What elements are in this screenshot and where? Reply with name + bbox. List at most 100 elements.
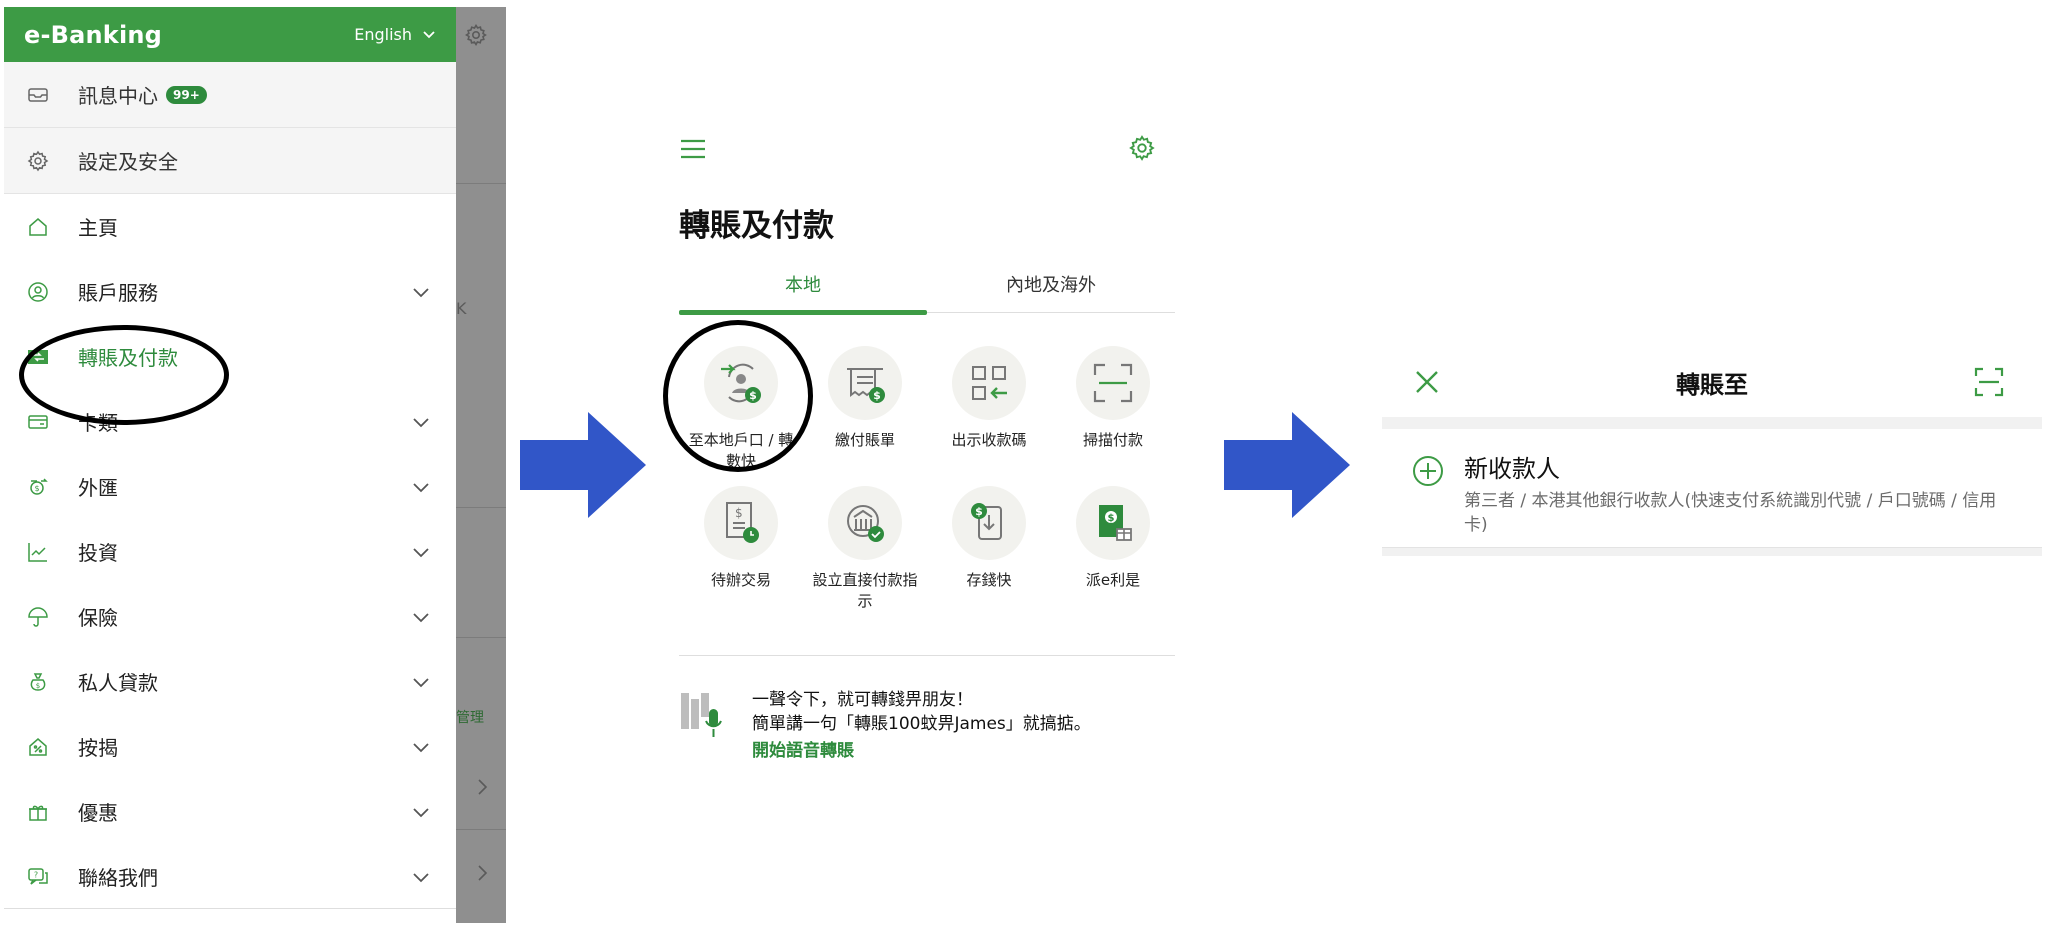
gear-icon[interactable] (1128, 134, 1156, 162)
svg-text:$: $ (873, 389, 881, 402)
menu-item-label: 賬戶服務 (78, 281, 158, 305)
chevron-down-icon[interactable] (410, 476, 432, 498)
local-transfer-icon: $ (721, 363, 761, 403)
menu-item-settings-security[interactable]: 設定及安全 (4, 128, 456, 194)
menu-item-label: 保險 (78, 606, 118, 630)
tile-icon-bg: $ (704, 486, 778, 560)
card-icon (28, 414, 48, 429)
menu-backdrop-overlay[interactable]: K 管理 (456, 7, 506, 923)
tile-label: 出示收款碼 (951, 431, 1027, 449)
add-circle-icon (1413, 456, 1443, 486)
menu-item-money-bag[interactable]: $私人貸款 (4, 649, 456, 714)
tile-direct-debit[interactable]: 設立直接付款指示 (803, 486, 927, 612)
promo-description: 簡單講一句「轉賬100蚊畀James」就搞掂。 (752, 714, 1091, 734)
new-payee-option[interactable]: 新收款人 第三者 / 本港其他銀行收款人(快速支付系統識別代號 / 戶口號碼 /… (1382, 429, 2042, 547)
menu-item-umbrella[interactable]: 保險 (4, 584, 456, 649)
menu-list: 主頁賬戶服務轉賬及付款卡類 $ 外匯投資保險 $私人貸款按揭優惠?聯絡我們 (4, 194, 456, 909)
chart-icon (28, 542, 47, 562)
menu-item-transfer[interactable]: 轉賬及付款 (4, 324, 456, 389)
arrow-right-icon (1224, 412, 1350, 518)
direct-debit-icon (847, 505, 884, 542)
tile-icon-bg (1076, 346, 1150, 420)
umbrella-icon (28, 606, 48, 627)
transfer-payment-screen: 轉賬及付款 本地 內地及海外 $ 至本地戶口 / 轉數快 $ (660, 120, 1180, 800)
menu-item-label: 投資 (78, 541, 118, 565)
chevron-down-icon[interactable] (410, 866, 432, 888)
tile-label: 掃描付款 (1082, 431, 1143, 449)
svg-text:$: $ (975, 505, 983, 518)
tile-scan-pay[interactable]: 掃描付款 (1051, 346, 1175, 472)
chevron-down-icon[interactable] (410, 801, 432, 823)
home-icon (29, 217, 47, 236)
backdrop-ghost-text: 管理 (456, 710, 484, 726)
chevron-right-icon (478, 865, 488, 881)
backdrop-ghost-text: K (456, 299, 467, 318)
menu-item-account[interactable]: 賬戶服務 (4, 259, 456, 324)
divider (679, 655, 1175, 656)
scan-pay-icon (1093, 363, 1133, 403)
menu-item-card[interactable]: 卡類 (4, 389, 456, 454)
side-menu-screen: K 管理 e-Banking English 訊息中心 99+ 設定及安全 主頁… (4, 7, 506, 923)
brand-logo-text: e-Banking (24, 20, 163, 49)
menu-item-label: 外匯 (78, 476, 118, 500)
menu-item-house-percent[interactable]: 按揭 (4, 714, 456, 779)
svg-text:$: $ (34, 484, 39, 493)
transfer-to-screen: 轉賬至 新收款人 第三者 / 本港其他銀行收款人(快速支付系統識別代號 / 戶口… (1382, 355, 2042, 575)
tile-local-transfer[interactable]: $ 至本地戶口 / 轉數快 (679, 346, 803, 472)
transfer-icon (28, 349, 48, 364)
menu-item-gift[interactable]: 優惠 (4, 779, 456, 844)
menu-item-contact[interactable]: ?聯絡我們 (4, 844, 456, 909)
chevron-down-icon[interactable] (410, 736, 432, 758)
scan-icon[interactable] (1974, 367, 2004, 397)
tile-label: 設立直接付款指示 (812, 571, 918, 610)
menu-item-label: 設定及安全 (78, 150, 178, 174)
gift-icon (29, 805, 47, 821)
menu-item-fx[interactable]: $ 外匯 (4, 454, 456, 519)
menu-item-label: 主頁 (78, 216, 118, 240)
menu-item-label: 卡類 (78, 411, 118, 435)
chevron-right-icon (478, 779, 488, 795)
tile-save-money[interactable]: $ 存錢快 (927, 486, 1051, 612)
hamburger-menu-icon[interactable] (680, 138, 706, 160)
tile-pending-transactions[interactable]: $ 待辦交易 (679, 486, 803, 612)
tile-pay-bills[interactable]: $ 繳付賬單 (803, 346, 927, 472)
voice-transfer-promo: 一聲令下，就可轉錢畀朋友！ 簡單講一句「轉賬100蚊畀James」就搞掂。 開始… (679, 685, 1175, 775)
page-title: 轉賬及付款 (679, 208, 834, 244)
menu-item-chart[interactable]: 投資 (4, 519, 456, 584)
svg-text:$: $ (735, 506, 743, 520)
tab-mainland-overseas[interactable]: 內地及海外 (1006, 275, 1096, 296)
gear-shield-icon (27, 150, 49, 171)
promo-headline: 一聲令下，就可轉錢畀朋友！ (752, 690, 973, 710)
account-icon (28, 281, 48, 302)
tile-icon-bg (952, 346, 1026, 420)
gear-icon (465, 24, 487, 47)
language-selector[interactable]: English (354, 25, 436, 44)
chevron-down-icon[interactable] (410, 606, 432, 628)
tile-show-qr[interactable]: 出示收款碼 (927, 346, 1051, 472)
tile-icon-bg: $ (704, 346, 778, 420)
tab-local[interactable]: 本地 (679, 266, 927, 315)
red-packet-icon: $ (1099, 505, 1132, 541)
voice-microphone-icon (681, 693, 722, 737)
close-icon[interactable] (1412, 367, 1442, 397)
tile-icon-bg (828, 486, 902, 560)
tile-label: 派e利是 (1085, 571, 1141, 589)
chevron-down-icon[interactable] (410, 281, 432, 303)
contact-icon: ? (28, 867, 48, 885)
inbox-icon (28, 87, 48, 102)
menu-item-home[interactable]: 主頁 (4, 194, 456, 259)
chevron-down-icon[interactable] (410, 411, 432, 433)
tile-icon-bg: $ (828, 346, 902, 420)
chevron-down-icon[interactable] (410, 671, 432, 693)
top-bar (660, 120, 1180, 176)
pending-icon: $ (726, 502, 759, 543)
save-money-icon: $ (971, 503, 1002, 540)
menu-item-inbox[interactable]: 訊息中心 99+ (4, 62, 456, 128)
start-voice-transfer-link[interactable]: 開始語音轉賬 (752, 741, 854, 761)
svg-text:$: $ (36, 682, 40, 690)
chevron-down-icon[interactable] (410, 541, 432, 563)
language-label: English (354, 25, 412, 44)
menu-item-label: 按揭 (78, 736, 118, 760)
tile-e-red-packet[interactable]: $ 派e利是 (1051, 486, 1175, 612)
tile-label: 至本地戶口 / 轉數快 (688, 431, 794, 470)
